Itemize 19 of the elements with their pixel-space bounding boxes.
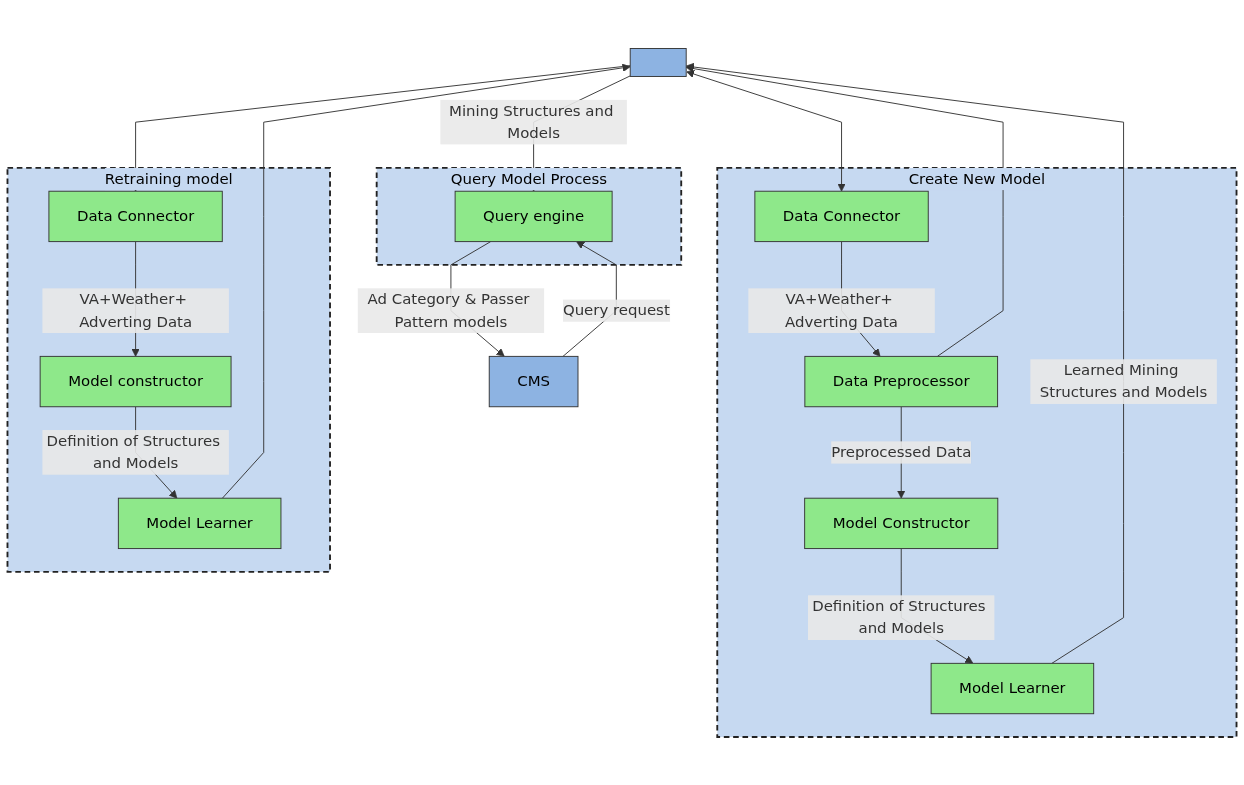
edge-label: VA+Weather+ Adverting Data	[79, 289, 193, 330]
edge-label: Definition of Structures and Models	[46, 431, 220, 472]
node-box: Model Learner	[930, 662, 1095, 714]
node-box: CMS	[488, 355, 579, 407]
edge-label: Learned Mining Structures and Models	[1039, 360, 1208, 401]
edge-label: Mining Structures and Models	[449, 101, 614, 142]
node-box: Query engine	[454, 190, 613, 242]
node-box: Model Constructor	[804, 497, 999, 549]
node-box: Data Preprocessor	[804, 355, 999, 407]
edge-label: VA+Weather+ Adverting Data	[785, 289, 899, 330]
node-box: Data Connector	[754, 190, 929, 242]
edge-label: Preprocessed Data	[831, 442, 972, 461]
node-box	[629, 47, 687, 77]
edge-label: Query request	[562, 301, 670, 319]
edge-label: Ad Category & Passer Pattern models	[367, 289, 530, 330]
node-box: Data Connector	[48, 190, 223, 242]
node-box: Model Learner	[117, 497, 282, 549]
edge-label: Definition of Structures and Models	[812, 596, 986, 637]
node-box: Model constructor	[39, 355, 232, 407]
